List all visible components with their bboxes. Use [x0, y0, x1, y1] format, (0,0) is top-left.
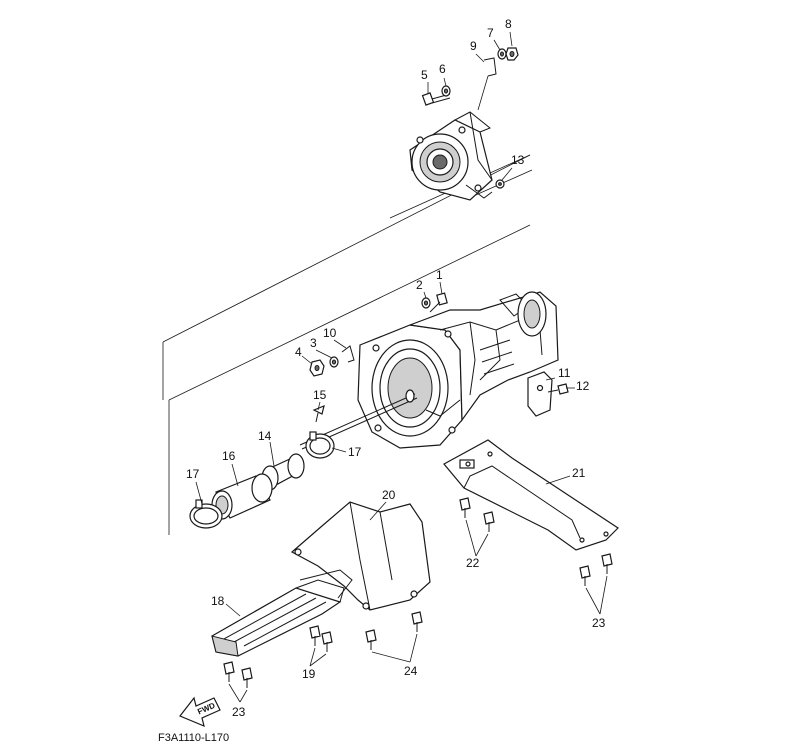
callout-6: 6: [439, 62, 446, 76]
intake-grate-18: [211, 579, 345, 657]
callout-10: 10: [323, 326, 337, 340]
callout-4: 4: [295, 345, 302, 359]
callout-16: 16: [222, 449, 236, 463]
callout-11: 11: [558, 366, 571, 380]
washer-3: [329, 356, 339, 368]
callout-17-right: 17: [348, 445, 362, 459]
callout-19: 19: [302, 667, 316, 681]
washer-6: [441, 85, 451, 97]
bolt-1: [429, 292, 448, 313]
cover-21: [290, 501, 431, 611]
callout-18: 18: [211, 594, 225, 608]
plate-11: [527, 371, 553, 417]
clip-10: [341, 345, 355, 363]
washer-2: [421, 297, 431, 309]
callout-21: 20: [382, 488, 396, 502]
screw-15: [312, 405, 325, 423]
fwd-arrow-icon: FWD: [179, 696, 221, 728]
callout-23-lower: 23: [592, 616, 606, 630]
washer-13: [495, 179, 505, 189]
leader-lines: [195, 31, 608, 703]
bolt-20-group: [223, 661, 253, 688]
callout-7: 7: [487, 26, 494, 40]
callout-24: 24: [404, 664, 418, 678]
callout-9: 9: [470, 39, 477, 53]
hose-clamp-17-right: [305, 431, 335, 459]
callout-23-upper: 22: [466, 556, 480, 570]
ride-plate-22: [443, 439, 619, 551]
bearing-housing: [409, 111, 493, 201]
nut-8: [505, 47, 519, 61]
callout-22: 21: [572, 466, 586, 480]
callout-15: 15: [313, 388, 327, 402]
callout-3: 3: [310, 336, 317, 350]
callout-20: 23: [232, 705, 246, 719]
jet-pump-housing: [357, 291, 559, 449]
callout-8: 8: [505, 17, 512, 31]
callout-17-left: 17: [186, 467, 200, 481]
callout-2: 2: [416, 278, 423, 292]
bolt-23-group-lower: [579, 553, 613, 586]
bolt-24-group: [365, 611, 423, 650]
drawing-code: F3A1110-L170: [158, 732, 229, 744]
callout-labels: 5 6 9 7 8 13 1 2 10 3 4 11 12 15 14 16 1…: [186, 17, 606, 719]
bolt-12: [547, 383, 569, 395]
nut-4: [309, 359, 325, 377]
bolt-23-group-upper: [459, 497, 495, 532]
callout-5: 5: [421, 68, 428, 82]
callout-13: 13: [511, 153, 525, 167]
washer-7: [497, 48, 507, 60]
callout-12: 12: [576, 379, 590, 393]
callout-1: 1: [436, 268, 443, 282]
callout-14: 14: [258, 429, 272, 443]
bolt-19-group: [309, 625, 333, 652]
clip-9: [477, 57, 497, 111]
